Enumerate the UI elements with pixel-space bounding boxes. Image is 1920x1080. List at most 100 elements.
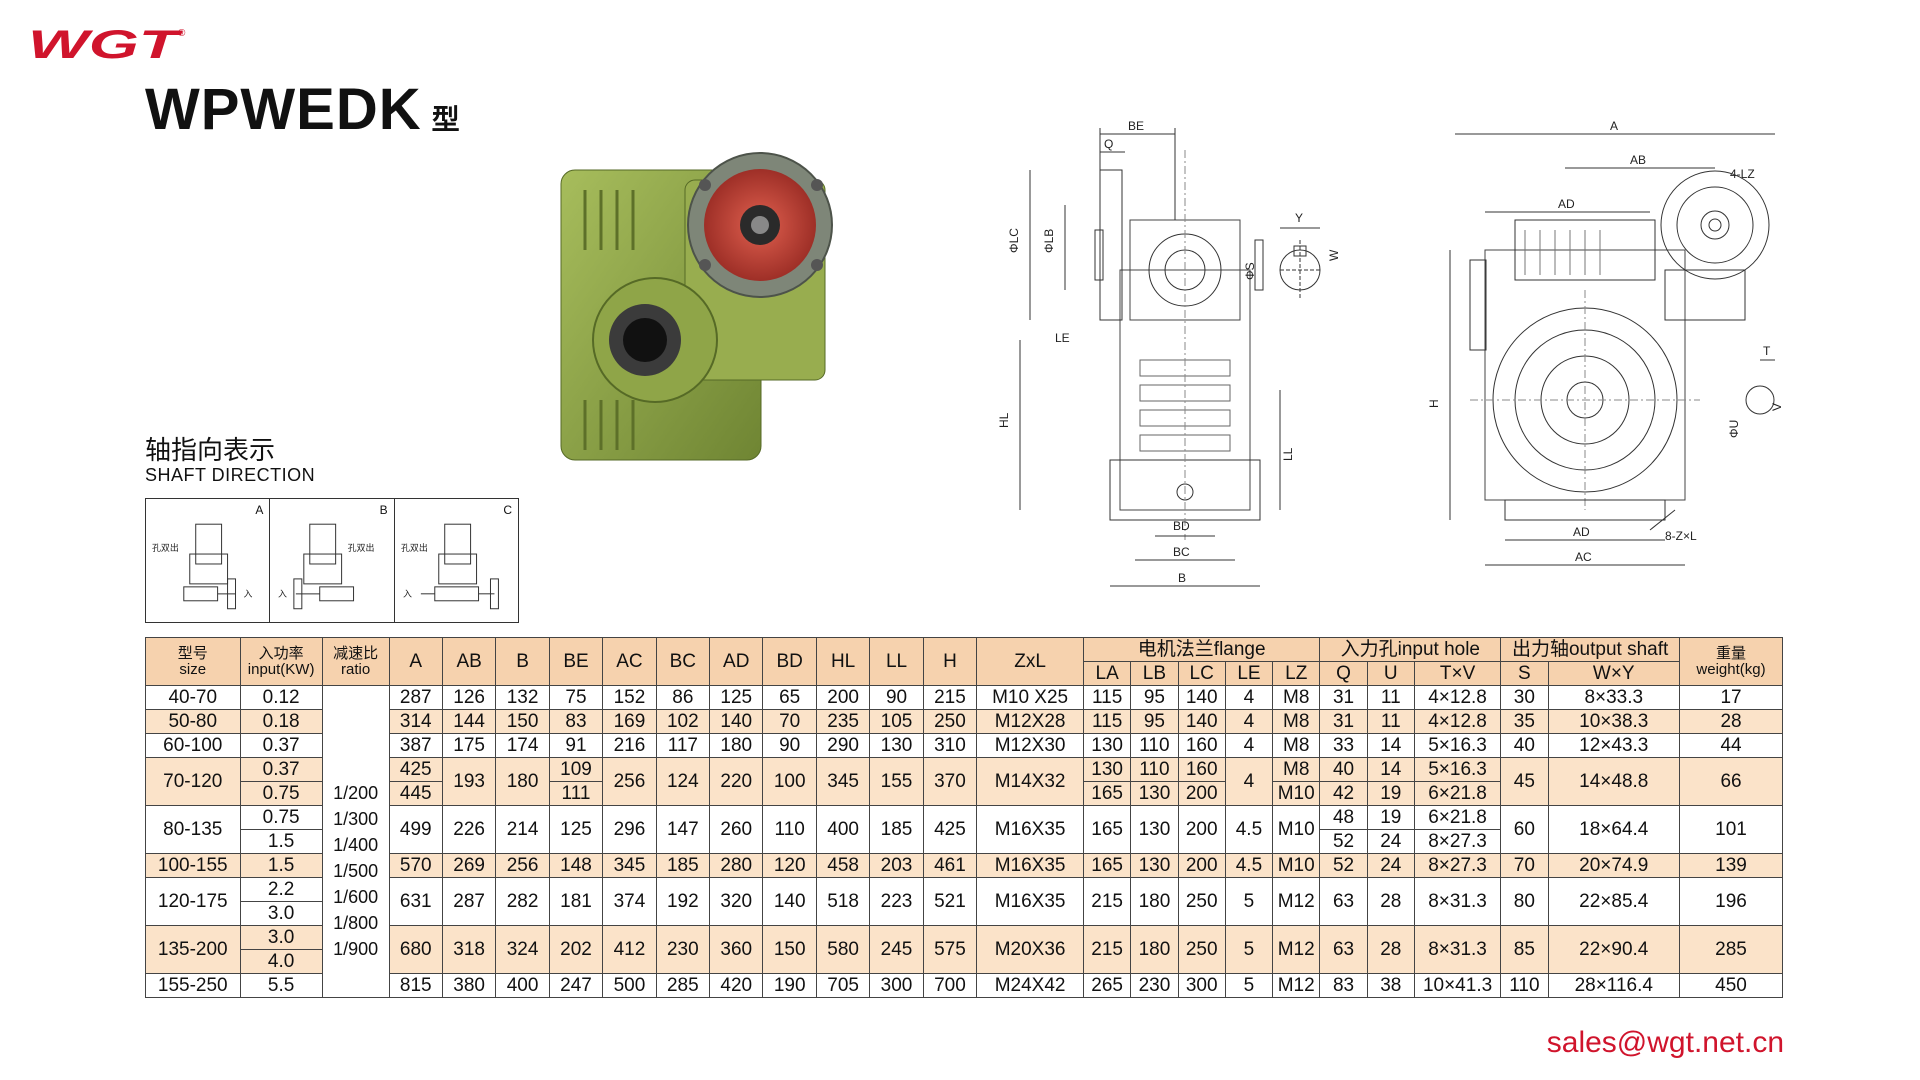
shaft-label-output: 孔双出	[348, 542, 375, 553]
col-header-zxl: ZxL	[976, 637, 1085, 686]
cell-wxy: 20×74.9	[1547, 853, 1681, 878]
col-header-h: H	[922, 637, 978, 686]
cell-ac: 500	[602, 973, 657, 998]
cell-txv: 5×16.3	[1413, 757, 1502, 782]
cell-le: 5	[1224, 877, 1274, 926]
cell-b: 150	[495, 709, 550, 734]
cell-bd: 65	[762, 685, 817, 710]
cell-be: 91	[548, 733, 604, 758]
cell-la: 265	[1083, 973, 1132, 998]
col-header-ad: AD	[709, 637, 764, 686]
cell-ad: 180	[709, 733, 764, 758]
cell-ad: 260	[709, 805, 764, 854]
col-group-output-shaft: 出力轴output shaft	[1500, 637, 1681, 662]
dim-w-label: W	[1327, 249, 1341, 261]
cell-u: 24	[1366, 829, 1415, 854]
cell-h: 461	[922, 853, 978, 878]
side-view-drawing: BE Q ΦLC ΦLB LE HL LL BD BC B	[990, 110, 1320, 600]
cell-q: 33	[1319, 733, 1368, 758]
shaft-direction-title-cn: 轴指向表示	[145, 435, 276, 465]
cell-txv: 8×31.3	[1413, 877, 1502, 926]
col-header-ll: LL	[869, 637, 924, 686]
cell-le: 4	[1224, 709, 1274, 734]
cell-be: 109	[548, 757, 604, 782]
dim-q-label: Q	[1104, 137, 1113, 151]
ratio-value: 1/200	[333, 782, 379, 803]
cell-wxy: 14×48.8	[1547, 757, 1681, 806]
cell-b: 132	[495, 685, 550, 710]
shaft-panel-letter: C	[503, 503, 512, 517]
cell-hl: 235	[815, 709, 871, 734]
cell-wxy: 28×116.4	[1547, 973, 1681, 998]
cell-ac: 169	[602, 709, 657, 734]
cell-q: 63	[1319, 877, 1368, 926]
cell-ab: 126	[441, 685, 497, 710]
cell-hl: 580	[815, 925, 871, 974]
cell-ll: 223	[869, 877, 924, 926]
shaft-label-input: 入	[278, 589, 287, 599]
shaft-panel-b: B 孔双出 入	[270, 499, 395, 622]
cell-lz: M12	[1272, 877, 1321, 926]
cell-a: 815	[388, 973, 443, 998]
cell-weight: 44	[1679, 733, 1783, 758]
ratio-value: 1/600	[333, 886, 379, 907]
cell-s: 80	[1500, 877, 1549, 926]
cell-q: 63	[1319, 925, 1368, 974]
cell-la: 215	[1083, 925, 1132, 974]
cell-input-power: 4.0	[239, 949, 323, 974]
cell-ll: 155	[869, 757, 924, 806]
dim-zxl-label: 8-Z×L	[1665, 529, 1697, 543]
cell-input-power: 1.5	[239, 853, 323, 878]
cell-b: 214	[495, 805, 550, 854]
cell-ab: 287	[441, 877, 497, 926]
cell-le: 4.5	[1224, 805, 1274, 854]
cell-ll: 105	[869, 709, 924, 734]
cell-lc: 200	[1177, 781, 1226, 806]
cell-size: 100-155	[145, 853, 241, 878]
cell-zxl: M16X35	[976, 805, 1085, 854]
cell-hl: 705	[815, 973, 871, 998]
cell-hl: 290	[815, 733, 871, 758]
cell-ac: 296	[602, 805, 657, 854]
cell-wxy: 8×33.3	[1547, 685, 1681, 710]
cell-size: 135-200	[145, 925, 241, 974]
cell-h: 250	[922, 709, 978, 734]
cell-hl: 345	[815, 757, 871, 806]
cell-ab: 175	[441, 733, 497, 758]
dim-ac-label: AC	[1575, 550, 1592, 564]
dim-bc-label: BC	[1173, 545, 1190, 559]
cell-b: 174	[495, 733, 550, 758]
cell-zxl: M12X30	[976, 733, 1085, 758]
shaft-panel-a: A 孔双出 入	[146, 499, 271, 622]
cell-la: 165	[1083, 781, 1132, 806]
cell-la: 130	[1083, 757, 1132, 782]
cell-u: 14	[1366, 733, 1415, 758]
cell-bc: 285	[655, 973, 711, 998]
cell-be: 181	[548, 877, 604, 926]
dim-s-label: ΦS	[1243, 262, 1257, 280]
cell-s: 110	[1500, 973, 1549, 998]
cell-txv: 6×21.8	[1413, 781, 1502, 806]
cell-u: 11	[1366, 685, 1415, 710]
cell-lc: 160	[1177, 757, 1226, 782]
cell-wxy: 22×90.4	[1547, 925, 1681, 974]
dim-ab-label: AB	[1630, 153, 1646, 167]
cell-b: 282	[495, 877, 550, 926]
cell-u: 24	[1366, 853, 1415, 878]
dim-le-label: LE	[1055, 331, 1070, 345]
cell-q: 31	[1319, 709, 1368, 734]
col-header-bc: BC	[655, 637, 711, 686]
cell-a: 570	[388, 853, 443, 878]
cell-bd: 120	[762, 853, 817, 878]
cell-ad: 220	[709, 757, 764, 806]
cell-lc: 200	[1177, 805, 1226, 854]
dim-be-label: BE	[1128, 119, 1144, 133]
cell-bd: 70	[762, 709, 817, 734]
cell-txv: 10×41.3	[1413, 973, 1502, 998]
table-row: 3.0	[146, 901, 1783, 926]
